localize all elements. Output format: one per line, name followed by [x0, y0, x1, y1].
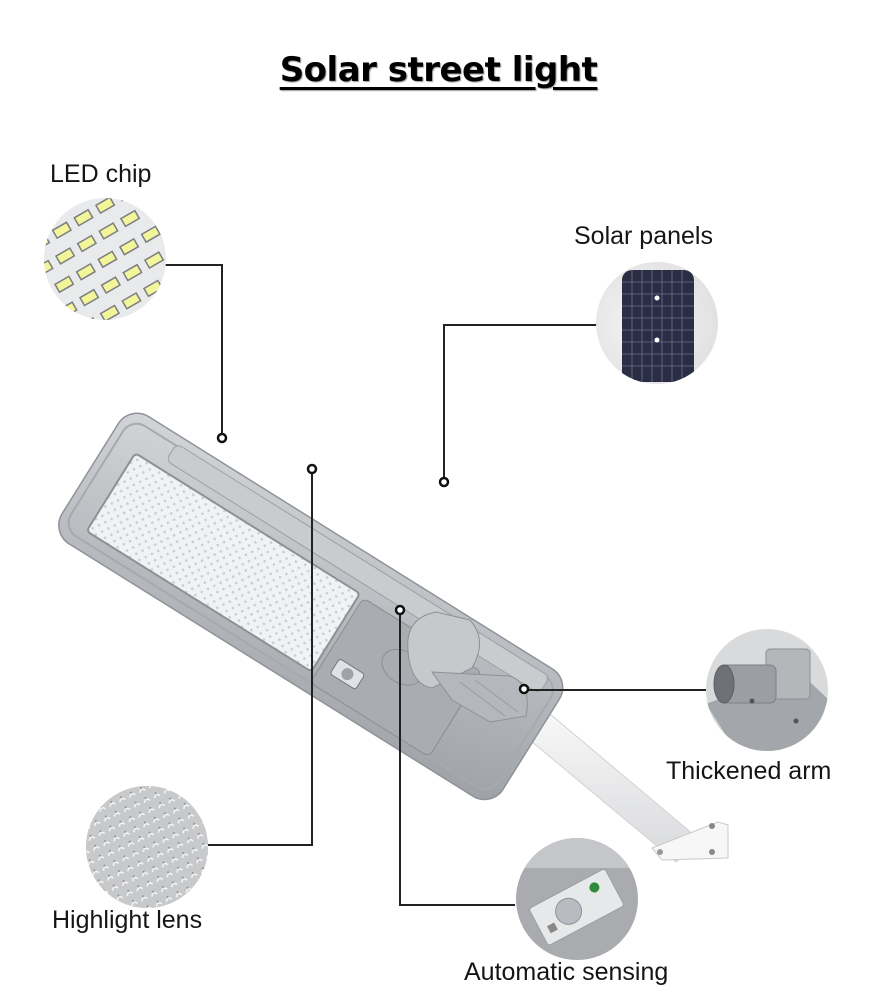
page-title: Solar street light [0, 50, 877, 90]
lens-texture-icon [86, 786, 208, 908]
inset-automatic-sensing [516, 838, 638, 960]
leader-led-chip [164, 264, 223, 437]
leader-lines [164, 264, 706, 906]
inset-led-chip [44, 198, 166, 320]
label-automatic-sensing: Automatic sensing [464, 958, 669, 986]
label-thickened-arm: Thickened arm [666, 757, 832, 785]
motion-sensor-icon [516, 838, 638, 946]
label-led-chip: LED chip [50, 160, 152, 188]
arm-bracket [407, 611, 528, 723]
inset-solar-panels [596, 262, 718, 384]
inset-highlight-lens [86, 786, 208, 908]
arm-clamp-icon [706, 648, 828, 751]
led-chip-icon [44, 198, 165, 320]
led-panel [87, 453, 360, 672]
label-highlight-lens: Highlight lens [52, 906, 203, 934]
title-text: Solar street light [279, 50, 598, 90]
label-solar-panels: Solar panels [574, 222, 713, 250]
leader-highlight-lens [205, 470, 313, 846]
inset-thickened-arm [706, 629, 828, 751]
leader-automatic-sensing [399, 610, 515, 906]
anchor-points [216, 432, 530, 695]
solar-panel-icon [622, 270, 694, 382]
leader-solar-panels [443, 324, 598, 481]
light-housing [58, 412, 564, 801]
